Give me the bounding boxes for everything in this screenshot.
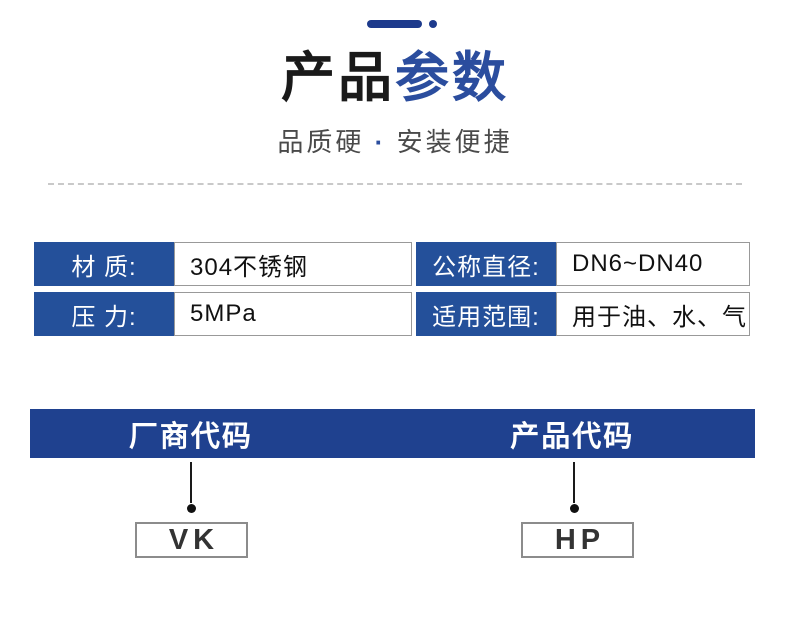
subtitle-post: 安装便捷 (396, 127, 513, 158)
table-row: 适用范围: 用于油、水、气 (416, 292, 750, 336)
vendor-code-connector (186, 458, 196, 513)
table-row: 公称直径: DN6~DN40 (416, 242, 750, 286)
connector-line (573, 462, 575, 503)
table-row: 压 力: 5MPa (34, 292, 412, 336)
connector-dot (569, 504, 579, 513)
page-title-blue: 参数 (395, 48, 509, 108)
dashed-divider (48, 183, 742, 186)
spec-table-right-column: 公称直径: DN6~DN40 适用范围: 用于油、水、气 (416, 242, 750, 336)
spec-label-diameter: 公称直径: (416, 242, 556, 286)
spec-label-material: 材 质: (34, 242, 174, 286)
subtitle-dot-separator: · (374, 127, 387, 158)
dash-dot-decoration (14, 0, 790, 28)
page-title: 产品参数 (0, 48, 790, 108)
spec-label-pressure: 压 力: (34, 292, 174, 336)
vendor-code-box: VK (135, 522, 248, 558)
product-code-box: HP (521, 522, 634, 558)
product-code-connector (569, 458, 579, 513)
page-title-black: 产品 (281, 48, 395, 108)
code-header-bar: 厂商代码 产品代码 (30, 409, 755, 458)
spec-value-pressure: 5MPa (174, 292, 412, 336)
dash-icon (367, 20, 422, 28)
spec-table-left-column: 材 质: 304不锈钢 压 力: 5MPa (34, 242, 412, 336)
dot-icon (429, 20, 437, 28)
connector-line (190, 462, 192, 503)
product-code-heading: 产品代码 (510, 420, 635, 453)
table-row: 材 质: 304不锈钢 (34, 242, 412, 286)
spec-value-diameter: DN6~DN40 (556, 242, 750, 286)
page-subtitle: 品质硬 · 安装便捷 (0, 122, 790, 159)
spec-label-application: 适用范围: (416, 292, 556, 336)
spec-table: 材 质: 304不锈钢 压 力: 5MPa 公称直径: DN6~DN40 适用范… (34, 242, 750, 336)
spec-value-application: 用于油、水、气 (556, 292, 750, 336)
vendor-code-heading: 厂商代码 (128, 420, 253, 453)
spec-value-material: 304不锈钢 (174, 242, 412, 286)
subtitle-pre: 品质硬 (277, 127, 365, 158)
connector-dot (186, 504, 196, 513)
